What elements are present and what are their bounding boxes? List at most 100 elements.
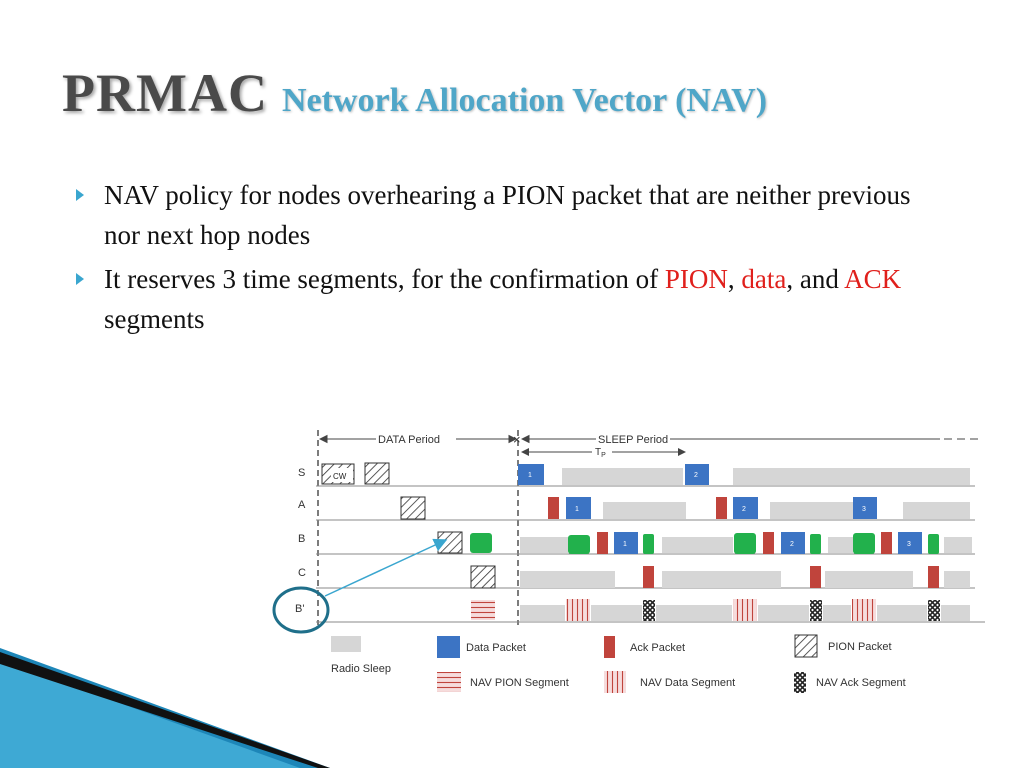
row-label-b-prime: B' [295, 603, 304, 615]
title-main: PRMAC [62, 63, 268, 123]
bullet-text-pre: It reserves 3 time segments, for the con… [104, 264, 665, 294]
data-packet [853, 497, 877, 519]
highlight-data: data [741, 264, 787, 294]
highlight-pion: PION [664, 264, 728, 294]
green-packet [810, 534, 821, 554]
bullet-list: NAV policy for nodes overhearing a PION … [72, 175, 932, 343]
b-prime-highlight-circle [272, 586, 330, 634]
packet-number: 3 [862, 506, 866, 513]
radio-sleep [823, 605, 851, 621]
radio-sleep [770, 502, 853, 519]
legend-ack-packet-label: Ack Packet [630, 642, 685, 654]
radio-sleep [944, 571, 970, 588]
ack-packet [881, 532, 892, 554]
packet-number: 1 [575, 506, 579, 513]
slide-title: PRMAC Network Allocation Vector (NAV) [62, 62, 767, 124]
row-label-s: S [298, 467, 305, 479]
packet-number: 1 [623, 541, 627, 548]
data-packet [685, 464, 709, 485]
ack-packet [716, 497, 727, 519]
green-packet [470, 533, 492, 553]
pion-packet [470, 565, 496, 589]
nav-ack-segment [810, 600, 822, 621]
legend-nav-data-swatch [604, 671, 626, 693]
legend-ack-packet-swatch [604, 636, 615, 658]
legend-nav-ack-swatch [794, 672, 806, 693]
radio-sleep [825, 571, 913, 588]
radio-sleep [662, 571, 781, 588]
bullet-item: NAV policy for nodes overhearing a PION … [72, 175, 932, 255]
ack-packet [928, 566, 939, 588]
row-label-b: B [298, 533, 305, 545]
legend-radio-sleep-label: Radio Sleep [331, 663, 391, 675]
tp-main: T [595, 447, 601, 458]
legend-nav-data-label: NAV Data Segment [640, 677, 735, 689]
ack-packet [810, 566, 821, 588]
triangle-bullet-icon [76, 189, 84, 201]
row-a: 1 2 3 [400, 496, 970, 520]
nav-data-segment [733, 599, 757, 621]
radio-sleep [656, 605, 732, 621]
radio-sleep [591, 605, 642, 621]
cw-label: CW [333, 472, 347, 481]
nav-ack-segment [928, 600, 940, 621]
radio-sleep [520, 537, 568, 553]
radio-sleep [903, 502, 970, 519]
row-c [470, 565, 970, 589]
cw-box [331, 468, 353, 482]
bullet-text: NAV policy for nodes overhearing a PION … [104, 180, 911, 250]
radio-sleep [877, 605, 927, 621]
nav-data-segment [566, 599, 590, 621]
radio-sleep [758, 605, 809, 621]
packet-number: 2 [790, 541, 794, 548]
title-subtitle: Network Allocation Vector (NAV) [281, 82, 768, 119]
bullet-and: , and [786, 264, 845, 294]
legend-radio-sleep-swatch [331, 636, 361, 652]
bullet-text-post: segments [104, 304, 205, 334]
radio-sleep [520, 605, 565, 621]
tp-subscript: P [601, 452, 606, 459]
radio-sleep [562, 468, 683, 485]
green-packet [643, 534, 654, 554]
radio-sleep [733, 468, 970, 485]
data-packet [898, 532, 922, 554]
decorative-wedge [0, 648, 330, 768]
ack-packet [548, 497, 559, 519]
packet-number: 3 [907, 541, 911, 548]
triangle-bullet-icon [76, 273, 84, 285]
data-period-label: DATA Period [378, 434, 440, 446]
legend: Radio Sleep Data Packet Ack Packet PION … [331, 634, 906, 693]
legend-nav-pion-label: NAV PION Segment [470, 677, 569, 689]
period-header: DATA Period × SLEEP Period TP [317, 430, 980, 625]
legend-data-packet-label: Data Packet [466, 642, 526, 654]
radio-sleep [941, 605, 970, 621]
nav-ack-segment [643, 600, 655, 621]
overhear-arrow [324, 538, 448, 597]
bullet-item: It reserves 3 time segments, for the con… [72, 259, 932, 339]
data-packet [566, 497, 591, 519]
radio-sleep [662, 537, 733, 553]
highlight-ack: ACK [844, 264, 902, 294]
ack-packet [763, 532, 774, 554]
tp-label: TP [595, 447, 606, 459]
packet-number: 1 [528, 472, 532, 479]
bullet-comma: , [727, 264, 735, 294]
pion-packet [400, 496, 426, 520]
data-packet [518, 464, 544, 485]
legend-pion-packet-swatch [794, 634, 818, 658]
radio-sleep [603, 502, 686, 519]
nav-data-segment [852, 599, 876, 621]
radio-sleep [520, 571, 615, 588]
packet-number: 2 [694, 472, 698, 479]
row-label-c: C [298, 567, 306, 579]
data-packet [781, 532, 805, 554]
data-packet [614, 532, 638, 554]
row-b: 1 2 3 [437, 531, 972, 554]
pion-packet [364, 462, 390, 485]
row-b-prime [471, 599, 970, 621]
legend-nav-pion-swatch [437, 672, 461, 692]
green-packet [928, 534, 939, 554]
data-packet [733, 497, 758, 519]
nav-pion-segment [471, 600, 495, 620]
